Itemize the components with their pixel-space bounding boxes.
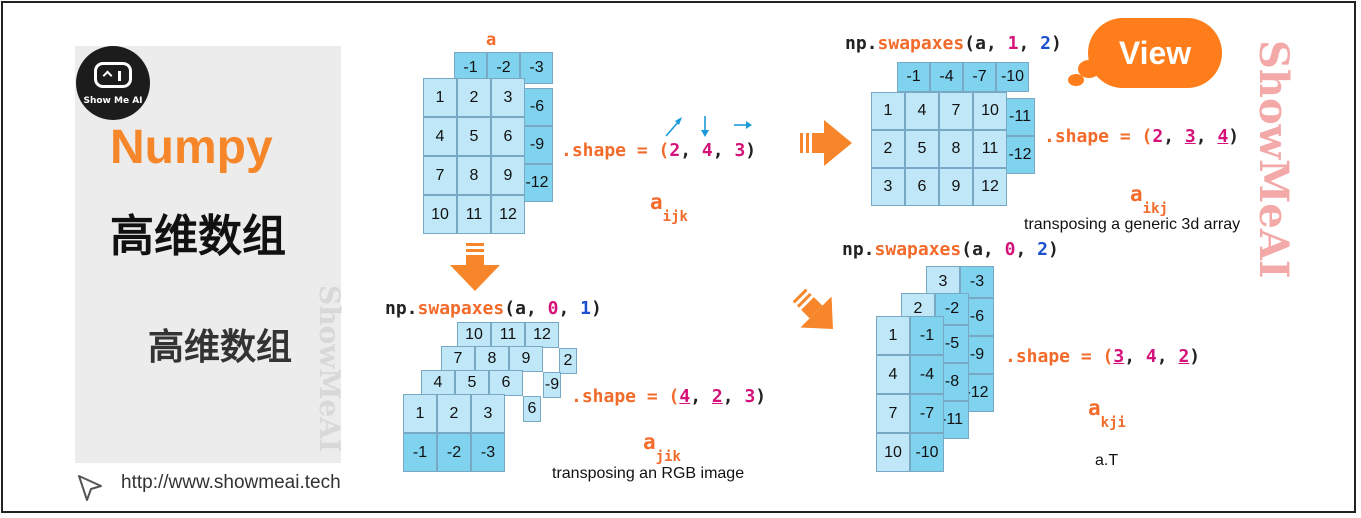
code-swapaxes-0-2: np.swapaxes(a, 0, 2) [842, 239, 1059, 260]
array-cell: 3 [471, 394, 505, 433]
array-cell: 5 [455, 370, 489, 396]
array-cell: 1 [423, 78, 457, 117]
subtitle: 高维数组 [110, 211, 286, 262]
array-cell: -7 [910, 394, 944, 433]
shape-prefix: .shape = ( [561, 140, 670, 161]
array-cell: 9 [491, 156, 525, 195]
cursor-icon [78, 475, 102, 501]
array-cell: -12 [1005, 136, 1035, 174]
array-cell: 7 [423, 156, 457, 195]
array-cell: 11 [457, 195, 491, 234]
watermark-right: ShowMeAI [1250, 40, 1297, 279]
array-cell: 11 [491, 322, 525, 348]
array-cell: 12 [491, 195, 525, 234]
caption-3d: transposing a generic 3d array [1024, 216, 1241, 233]
index-symbol: aijk [650, 190, 688, 225]
shape-dim: 4 [701, 140, 713, 161]
array-cell: -4 [910, 355, 944, 394]
thought-bubble-dot [1068, 74, 1084, 86]
caption-rgb: transposing an RGB image [552, 465, 745, 482]
array-cell: 2 [437, 394, 471, 433]
robot-face-icon [94, 62, 132, 88]
view-badge: View [1088, 18, 1222, 88]
array-cell: -11 [1005, 98, 1035, 136]
code-swapaxes-1-2: np.swapaxes(a, 1, 2) [845, 33, 1062, 54]
showmeai-logo: Show Me AI [76, 46, 150, 120]
array-cell: 8 [475, 346, 509, 372]
array-cell: -7 [963, 62, 996, 92]
array-cell: 10 [973, 92, 1007, 130]
array-cell: -3 [960, 266, 994, 298]
array-cell: 6 [905, 168, 939, 206]
array-cell: -1 [403, 433, 437, 472]
array-cell: 9 [939, 168, 973, 206]
array-name-label: a [486, 30, 497, 50]
array-cell: -2 [935, 293, 969, 325]
array-cell: 5 [905, 130, 939, 168]
array-cell: 1 [871, 92, 905, 130]
shape-dim: 2 [669, 140, 681, 161]
code-swapaxes-0-1: np.swapaxes(a, 0, 1) [385, 298, 602, 319]
array-cell: 7 [441, 346, 475, 372]
arrow-down-icon [450, 243, 500, 291]
array-cell: 6 [489, 370, 523, 396]
shape-swap01: .shape = (4, 2, 3) [571, 386, 767, 407]
array-cell: 3 [491, 78, 525, 117]
logo-text: Show Me AI [83, 96, 143, 106]
shape-original: .shape = (2, 4, 3) [561, 140, 757, 161]
array-cell: 12 [525, 322, 559, 348]
array-cell: -1 [897, 62, 930, 92]
array-cell: -4 [930, 62, 963, 92]
arrow-right-icon [800, 120, 852, 166]
index-symbol: aikj [1130, 182, 1168, 217]
watermark-left: ShowMeAI [313, 285, 346, 452]
array-cell: 8 [939, 130, 973, 168]
array-cell: 1 [403, 394, 437, 433]
array-cell: -9 [543, 372, 561, 398]
shape-swap12: .shape = (2, 3, 4) [1044, 126, 1240, 147]
index-symbol: ajik [643, 430, 681, 465]
caption-transpose: a.T [1095, 452, 1119, 469]
array-cell: 4 [421, 370, 455, 396]
axis-direction-arrows [665, 116, 752, 137]
array-cell: -12 [521, 164, 553, 202]
array-cell: 2 [559, 348, 577, 374]
array-cell: -6 [521, 88, 553, 126]
shape-swap02: .shape = (3, 4, 2) [1005, 346, 1201, 367]
array-cell: -10 [910, 433, 944, 472]
array-cell: 4 [876, 355, 910, 394]
array-cell: 7 [876, 394, 910, 433]
array-cell: 10 [876, 433, 910, 472]
array-cell: 7 [939, 92, 973, 130]
array-cell: 5 [457, 117, 491, 156]
subtitle-secondary: 高维数组 [148, 327, 293, 368]
arrow-diagonal-icon [792, 288, 833, 329]
source-url[interactable]: http://www.showmeai.tech [121, 472, 341, 493]
index-symbol: akji [1088, 396, 1126, 431]
array-cell: -3 [520, 52, 553, 84]
array-cell: 4 [905, 92, 939, 130]
array-cell: 3 [871, 168, 905, 206]
array-cell: 6 [491, 117, 525, 156]
array-cell: 6 [523, 396, 541, 422]
array-cell: -2 [437, 433, 471, 472]
array-cell: 10 [457, 322, 491, 348]
array-cell: 3 [926, 266, 960, 298]
page-title: Numpy [110, 121, 273, 174]
array-cell: 2 [457, 78, 491, 117]
array-cell: 8 [457, 156, 491, 195]
array-cell: -9 [521, 126, 553, 164]
array-cell: 11 [973, 130, 1007, 168]
array-cell: 2 [871, 130, 905, 168]
array-cell: -1 [910, 316, 944, 355]
array-cell: 12 [973, 168, 1007, 206]
array-cell: 1 [876, 316, 910, 355]
array-cell: -10 [996, 62, 1029, 92]
array-cell: 9 [509, 346, 543, 372]
array-cell: -3 [471, 433, 505, 472]
array-cell: 10 [423, 195, 457, 234]
shape-dim: 3 [734, 140, 746, 161]
array-cell: 4 [423, 117, 457, 156]
